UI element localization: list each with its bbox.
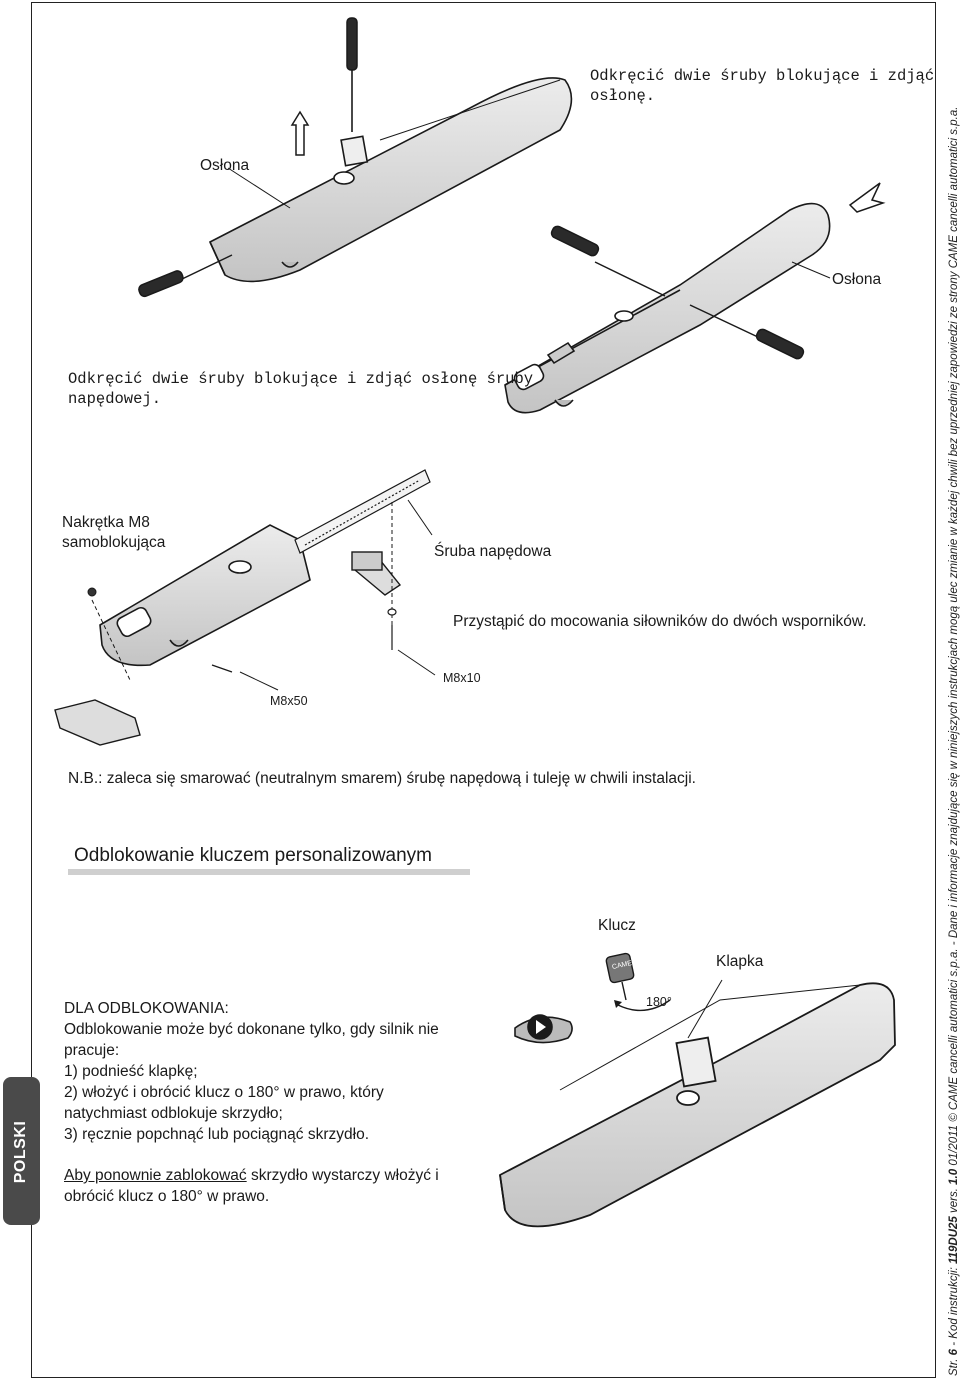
instr-left-line2: napędowej.	[68, 390, 162, 408]
key-icon	[605, 952, 635, 1001]
actuator-right	[504, 202, 831, 414]
sidebar-vers-label: vers.	[948, 1184, 960, 1217]
sidebar-code: 119DU25	[948, 1216, 960, 1264]
bracket-center	[351, 551, 402, 596]
label-klapka: Klapka	[716, 953, 764, 970]
screwdriver-top	[346, 17, 358, 132]
relock-underlined: Aby ponownie zablokować	[64, 1167, 247, 1184]
actuator-assembly	[99, 524, 311, 667]
unlock-line: natychmiast odblokuje skrzydło;	[64, 1105, 283, 1122]
sidebar-footer: Str. 6 - Kod instrukcji: 119DU25 vers. 1…	[948, 107, 960, 1376]
instr-left-line1: Odkręcić dwie śruby blokujące i zdjąć os…	[68, 370, 534, 388]
label-m8x50: M8x50	[270, 694, 308, 708]
label-angle: 180°	[646, 995, 672, 1009]
bracket-left	[54, 699, 141, 746]
language-tab-label: POLSKI	[12, 1120, 29, 1184]
sidebar-copyright: 01/2011 © CAME cancelli automatici s.p.a…	[948, 106, 960, 1169]
unlock-symbol	[514, 1014, 573, 1044]
sidebar-page-number: 6	[948, 1348, 960, 1356]
screwdriver-right-b	[689, 304, 805, 360]
relock-line-2: obrócić klucz o 180° w prawo.	[64, 1188, 270, 1205]
sidebar-version: 1.0	[948, 1168, 960, 1185]
label-oslona-right: Osłona	[832, 271, 882, 288]
unlock-line: 2) włożyć i obrócić klucz o 180° w prawo…	[64, 1084, 384, 1101]
sidebar-str: Str.	[948, 1355, 960, 1376]
label-sruba-napedowa: Śruba napędowa	[434, 543, 552, 560]
label-oslona-top: Osłona	[200, 157, 250, 174]
instr-top-right-line2: osłonę.	[590, 87, 656, 105]
arrow-up-top	[290, 110, 310, 156]
unlock-instructions: DLA ODBLOKOWANIA: Odblokowanie może być …	[64, 998, 464, 1207]
section-title-bar	[68, 869, 470, 875]
bolt-m8x50	[211, 664, 233, 673]
note-nb: N.B.: zaleca się smarować (neutralnym sm…	[68, 770, 696, 787]
sidebar-code-label: - Kod instrukcji:	[948, 1263, 960, 1349]
language-tab	[3, 1077, 40, 1225]
unlock-line: 3) ręcznie popchnąć lub pociągnąć skrzyd…	[64, 1126, 370, 1143]
section-title: Odblokowanie kluczem personalizowanym	[74, 845, 433, 866]
unlock-heading: DLA ODBLOKOWANIA:	[64, 1000, 229, 1017]
instr-przystapic: Przystąpić do mocowania siłowników do dw…	[453, 613, 867, 630]
screwdriver-right-a	[550, 225, 666, 297]
label-nakretka-line2: samoblokująca	[62, 534, 166, 551]
screwdriver-left	[138, 254, 233, 298]
actuator-bottom	[499, 982, 896, 1228]
unlock-line: Odblokowanie może być dokonane tylko, gd…	[64, 1021, 439, 1038]
unlock-line: 1) podnieść klapkę;	[64, 1063, 198, 1080]
arrow-right	[848, 182, 886, 213]
instr-top-right-line1: Odkręcić dwie śruby blokujące i zdjąć	[590, 67, 935, 85]
unlock-line: pracuje:	[64, 1042, 120, 1059]
relock-line-1: Aby ponownie zablokować skrzydło wystarc…	[64, 1165, 464, 1186]
page-frame	[31, 2, 936, 1378]
label-klucz: Klucz	[598, 917, 636, 934]
bolt-m8x10	[387, 608, 397, 650]
actuator-top	[208, 77, 573, 283]
drive-screw	[294, 469, 431, 554]
label-m8x10: M8x10	[443, 671, 481, 685]
label-nakretka-line1: Nakrętka M8	[62, 514, 150, 531]
relock-rest: skrzydło wystarczy włożyć i	[246, 1167, 439, 1184]
